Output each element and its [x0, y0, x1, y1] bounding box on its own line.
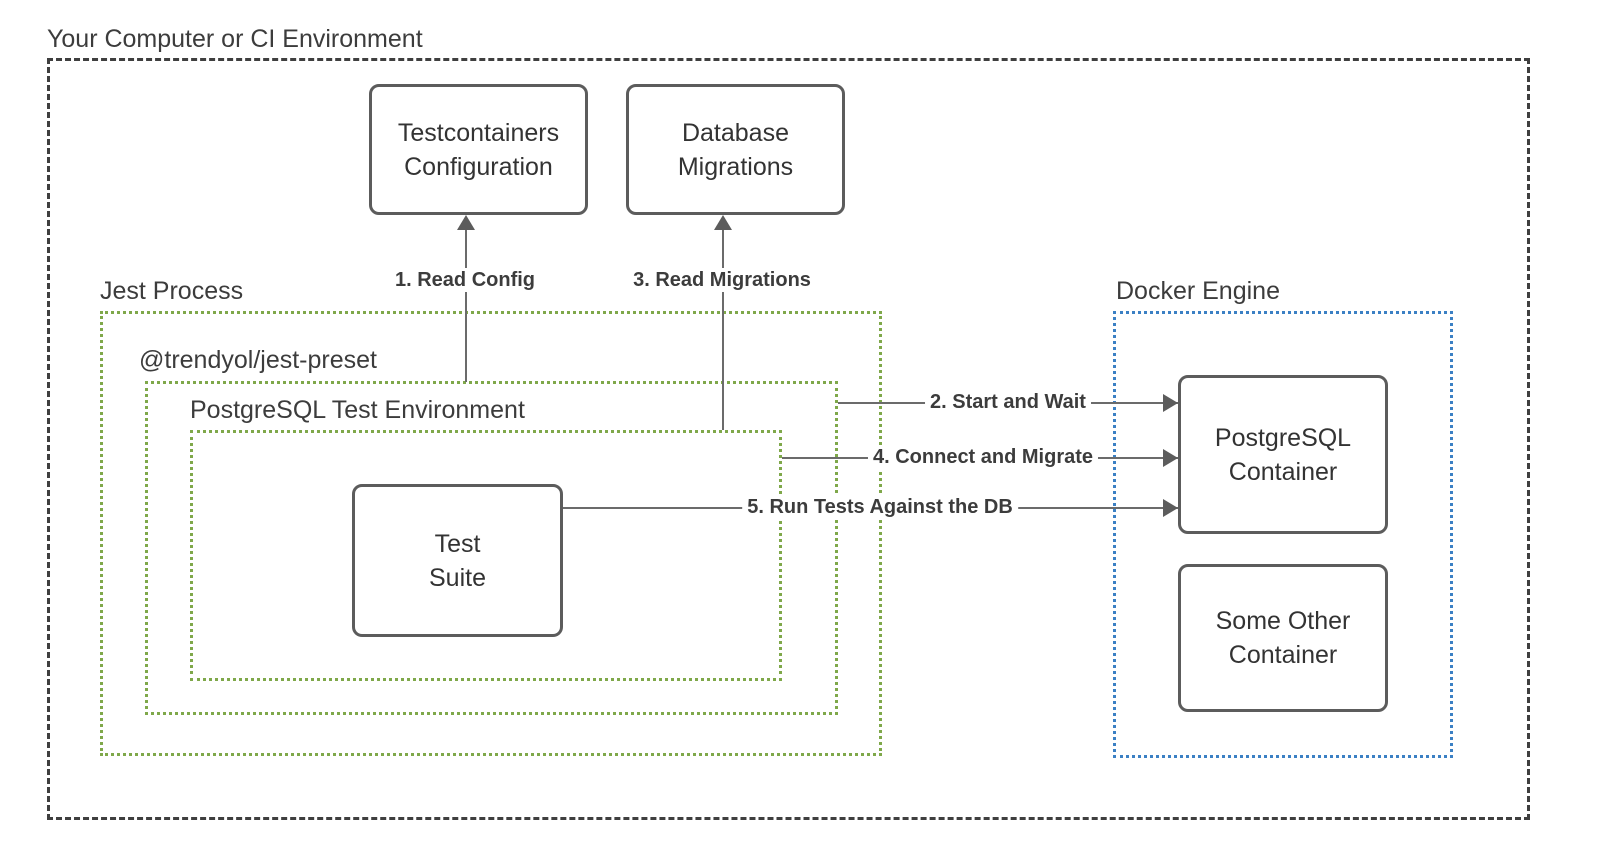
connector-line-read-migrations	[722, 228, 724, 430]
group-jest-process	[100, 311, 882, 756]
node-testcontainers-configuration[interactable]: Testcontainers Configuration	[369, 84, 588, 215]
group-docker-engine	[1113, 311, 1453, 758]
connector-line-read-config	[465, 228, 467, 382]
node-test-suite[interactable]: Test Suite	[352, 484, 563, 637]
arrow-head-connect-and-migrate	[1163, 449, 1178, 467]
node-some-other-container[interactable]: Some Other Container	[1178, 564, 1388, 712]
group-host-environment	[47, 58, 1530, 820]
edge-label-start-and-wait: 2. Start and Wait	[925, 390, 1091, 414]
edge-label-read-config: 1. Read Config	[389, 268, 541, 292]
group-label-host: Your Computer or CI Environment	[47, 25, 423, 53]
node-database-migrations[interactable]: Database Migrations	[626, 84, 845, 215]
arrow-head-start-and-wait	[1163, 394, 1178, 412]
arrow-head-read-config	[457, 215, 475, 230]
group-jest-preset	[145, 381, 838, 715]
group-label-postgres-test-environment: PostgreSQL Test Environment	[190, 396, 525, 424]
group-label-jest-preset: @trendyol/jest-preset	[139, 346, 377, 374]
edge-label-run-tests: 5. Run Tests Against the DB	[742, 495, 1018, 519]
group-label-jest-process: Jest Process	[100, 277, 244, 305]
node-postgresql-container[interactable]: PostgreSQL Container	[1178, 375, 1388, 534]
group-label-docker-engine: Docker Engine	[1116, 277, 1280, 305]
arrow-head-run-tests	[1163, 499, 1178, 517]
group-postgres-test-environment	[190, 430, 782, 681]
arrow-head-read-migrations	[714, 215, 732, 230]
edge-label-connect-and-migrate: 4. Connect and Migrate	[867, 445, 1099, 469]
edge-label-read-migrations: 3. Read Migrations	[628, 268, 816, 292]
